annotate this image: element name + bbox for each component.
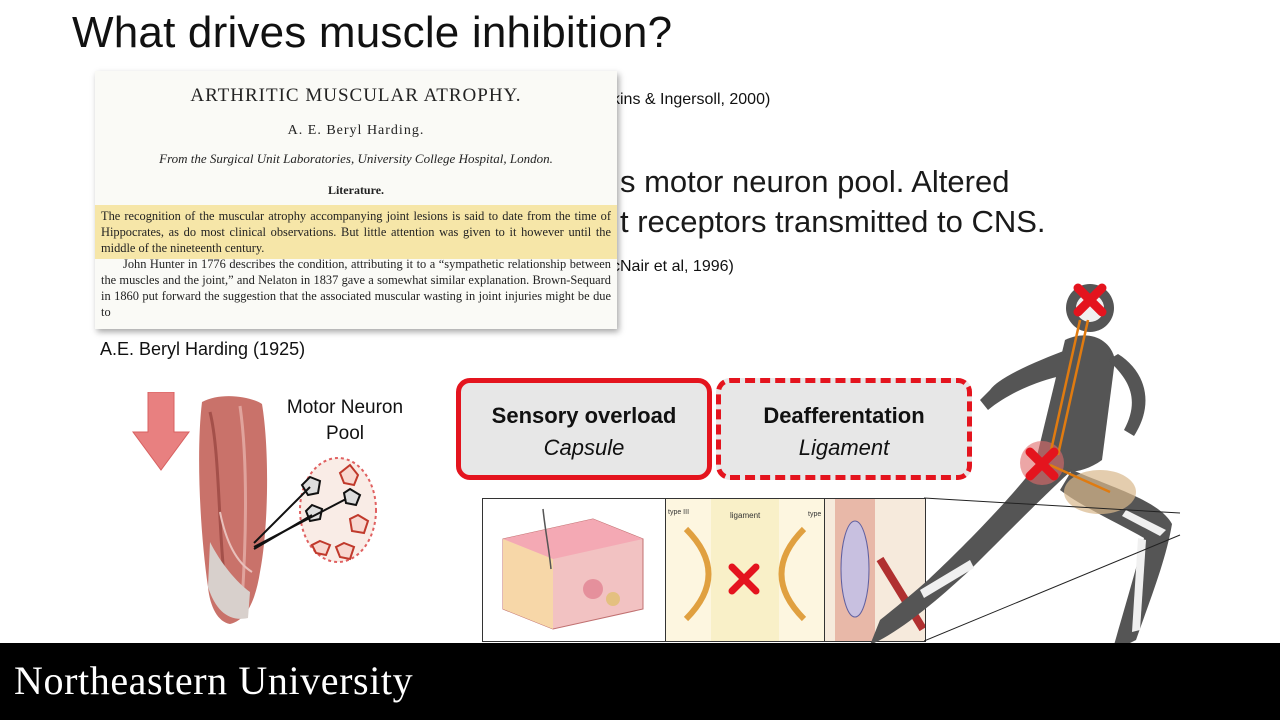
citation-mid: cNair et al, 1996) (612, 258, 734, 275)
motor-neuron-pool-label: Motor Neuron Pool (272, 395, 418, 447)
paper-paragraph-2: John Hunter in 1776 describes the condit… (101, 257, 611, 319)
deafferentation-subtitle: Ligament (798, 435, 890, 460)
sensory-overload-title: Sensory overload (491, 403, 677, 428)
runner-skeleton-illustration (870, 283, 1172, 652)
paper-caption: A.E. Beryl Harding (1925) (100, 339, 306, 359)
zoom-connector-lines (924, 497, 1181, 642)
paper-excerpt-image: ARTHRITIC MUSCULAR ATROPHY. A. E. Beryl … (95, 71, 617, 329)
deafferentation-box: Deafferentation Ligament (716, 378, 972, 480)
paper-title: ARTHRITIC MUSCULAR ATROPHY. (190, 85, 522, 106)
ligament-panel-label: ligament (730, 511, 761, 520)
ligament-tissue-panel: ligament type III type (665, 498, 825, 642)
body-text-line-2: t receptors transmitted to CNS. (620, 204, 1046, 239)
paper-highlight (95, 205, 617, 259)
slide-title: What drives muscle inhibition? (72, 8, 673, 57)
paper-institution: From the Surgical Unit Laboratories, Uni… (159, 151, 553, 166)
sensory-overload-box: Sensory overload Capsule (456, 378, 712, 480)
muscle-spindle-panel (824, 498, 926, 642)
paper-body: The recognition of the muscular atrophy … (101, 208, 611, 320)
red-x-icon (728, 563, 760, 595)
university-wordmark: Northeastern University (14, 658, 414, 703)
thigh-muscle-illustration (199, 396, 268, 624)
type-panel-label-b: type (808, 511, 822, 518)
motor-neuron-label-line-2: Pool (325, 423, 365, 444)
footer-bar: Northeastern University (0, 643, 1280, 720)
red-x-icon (1025, 283, 1107, 481)
paper-section-heading: Literature. (327, 183, 385, 197)
skin-tissue-panel (482, 498, 666, 642)
type-panel-label: type III (668, 509, 690, 516)
citation-top: kins & Ingersoll, 2000) (612, 91, 771, 108)
sensory-overload-subtitle: Capsule (543, 435, 625, 460)
body-text-line-1: s motor neuron pool. Altered (620, 164, 1010, 199)
motor-neuron-label-line-1: Motor Neuron (286, 397, 404, 418)
motor-neuron-pool-diagram (253, 457, 377, 563)
paper-author: A. E. Beryl Harding. (287, 123, 425, 138)
paper-paragraph-1: The recognition of the muscular atrophy … (101, 209, 611, 255)
down-arrow-icon (132, 392, 190, 471)
deafferentation-title: Deafferentation (763, 403, 925, 428)
